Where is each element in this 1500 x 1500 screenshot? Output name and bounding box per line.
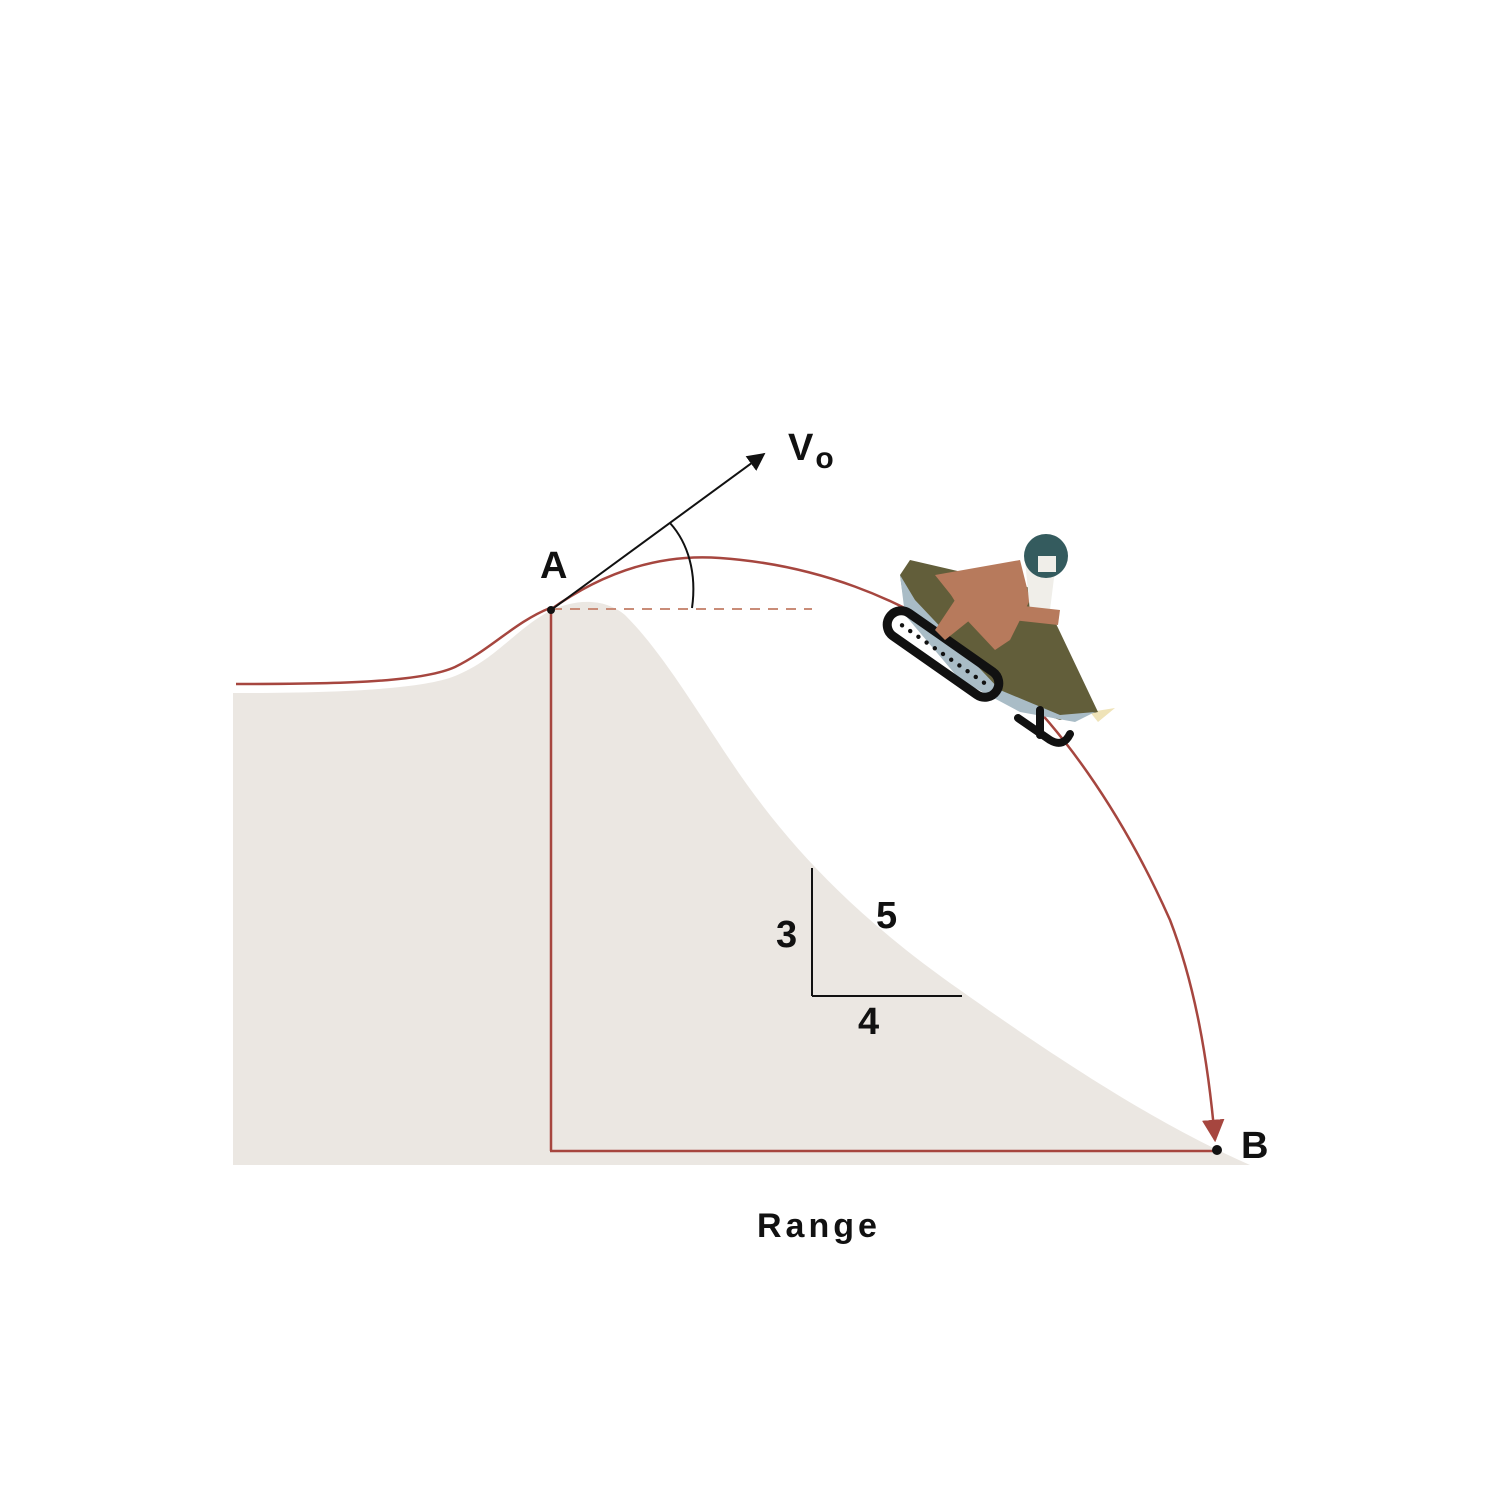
velocity-label-subscript: o [815, 442, 833, 475]
slope-run-label: 4 [858, 1001, 879, 1043]
point-a-label: A [540, 545, 567, 587]
point-b-label: B [1241, 1125, 1268, 1167]
launch-angle-arc [669, 522, 695, 609]
range-label: Range [757, 1207, 881, 1245]
point-b-dot [1212, 1145, 1222, 1155]
ground-hill [233, 601, 1250, 1165]
slope-rise-label: 3 [776, 914, 797, 956]
slope-hypotenuse-label: 5 [876, 895, 897, 937]
velocity-label: Vo [788, 427, 834, 475]
point-a-dot [547, 606, 555, 614]
velocity-label-main: V [788, 427, 814, 469]
snowmobile-rider-icon [882, 534, 1115, 747]
slope-triangle [811, 868, 962, 997]
velocity-vector-arrow [550, 452, 766, 611]
approach-surface-line [235, 606, 551, 686]
